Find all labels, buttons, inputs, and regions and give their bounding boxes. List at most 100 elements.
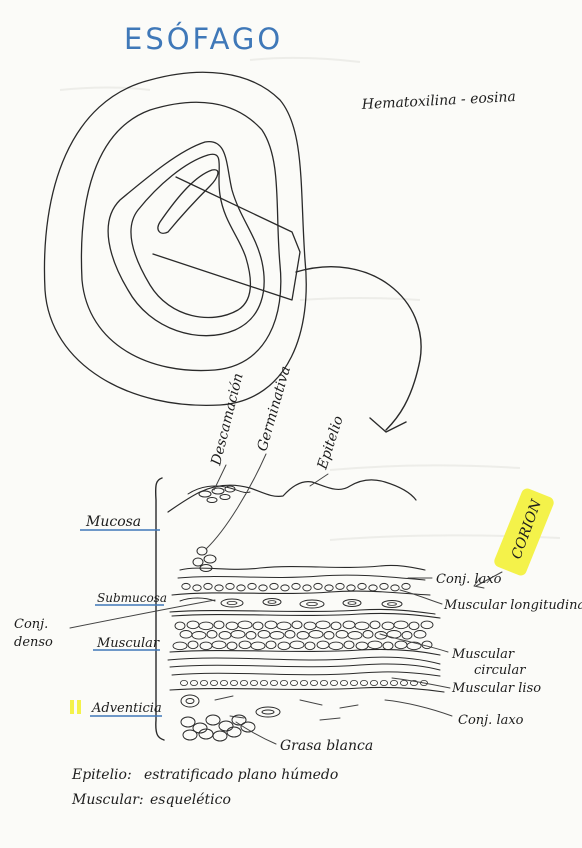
muscle-cell <box>218 631 232 640</box>
muscle-cell <box>394 640 408 650</box>
muscle-cell <box>179 630 193 639</box>
connective-cell <box>368 584 378 592</box>
label-mucosa: Mucosa <box>85 514 141 530</box>
note-muscular-label: Muscular: <box>71 792 144 808</box>
label-conj-denso-line1: Conj. <box>14 617 48 632</box>
muscle-cell <box>230 630 246 639</box>
note-epitelio-label: Epitelio: <box>71 767 132 783</box>
muscle-cell <box>174 621 186 631</box>
label-descamacion: Descamación <box>208 372 247 468</box>
smooth-muscle-cell <box>359 680 368 687</box>
muscle-cell <box>191 631 207 640</box>
left-label-underlines <box>80 529 164 717</box>
muscle-cell <box>245 631 257 640</box>
label-muscular-longitudinal: Muscular longitudinal <box>443 598 582 613</box>
muscle-cell <box>213 620 225 630</box>
label-submucosa: Submucosa <box>97 591 167 605</box>
connective-cell <box>225 582 235 590</box>
esophagus-cross-section <box>43 71 307 407</box>
muscle-cell <box>420 620 434 630</box>
muscle-cell <box>303 621 317 631</box>
connective-cell <box>313 582 323 590</box>
muscle-cell <box>401 631 413 640</box>
muscle-cell <box>172 641 188 651</box>
connective-cell <box>192 584 202 592</box>
muscle-cell <box>362 630 374 639</box>
basal-cells <box>179 546 426 572</box>
label-adventicia: Adventicia <box>91 701 162 716</box>
label-muscular-circular-1: Muscular <box>451 647 515 662</box>
fat-cell <box>192 722 208 734</box>
connective-cell <box>214 584 224 592</box>
muscle-cell <box>211 640 227 650</box>
connective-cell <box>291 582 301 590</box>
note-muscular-value: esquelético <box>150 792 231 808</box>
muscle-cell <box>296 631 310 640</box>
submucosa-gland-lumen <box>267 600 277 604</box>
muscle-cell <box>342 620 356 630</box>
smooth-muscle-cell <box>249 680 258 687</box>
muscle-cell <box>382 641 394 651</box>
connective-cell <box>324 584 334 592</box>
fat-cell <box>182 729 198 741</box>
submucosa-gland-lumen <box>387 602 397 606</box>
connective-cell <box>269 582 279 590</box>
connective-cell <box>379 582 389 590</box>
fat-cell <box>240 721 256 733</box>
muscle-cell <box>237 620 253 630</box>
muscle-cell <box>257 630 271 639</box>
muscle-cell <box>330 621 342 631</box>
adventitia-layer <box>180 694 359 742</box>
smooth-muscle-cell <box>289 680 298 687</box>
muscle-cell <box>381 621 395 631</box>
muscle-cell <box>304 641 316 651</box>
smooth-muscle-cell <box>179 680 188 687</box>
smooth-muscle-cell <box>239 680 248 687</box>
smooth-muscle-cell <box>209 680 218 687</box>
smooth-muscle-cell <box>329 680 338 687</box>
muscle-cell <box>187 640 199 650</box>
muscle-cell <box>315 620 331 630</box>
smooth-muscle-cell <box>299 680 308 687</box>
highlight-marks <box>70 488 554 714</box>
muscle-cell <box>291 620 303 630</box>
muscle-cell <box>277 641 291 651</box>
smooth-muscle-cell <box>339 680 348 687</box>
muscle-cell <box>367 640 383 650</box>
smooth-muscle-cell <box>269 680 278 687</box>
smooth-muscle-cell <box>309 680 318 687</box>
smooth-muscle-cell <box>379 680 388 687</box>
muscularis-smooth-layer <box>167 656 445 693</box>
connective-cell <box>181 582 191 590</box>
muscle-cell <box>225 621 239 631</box>
muscle-cell <box>252 621 264 631</box>
connective-cell <box>302 584 312 592</box>
muscle-cell <box>413 630 427 639</box>
connective-cell <box>203 582 213 590</box>
muscle-cell <box>355 641 369 651</box>
fat-cell <box>218 720 234 732</box>
label-conj-laxo-1: Conj. laxo <box>436 572 502 587</box>
muscle-cell <box>308 630 324 639</box>
muscle-cell <box>316 640 330 650</box>
label-germinativa: Germinativa <box>254 364 294 453</box>
muscle-cell <box>265 640 277 650</box>
connective-cell <box>236 584 246 592</box>
muscle-cell <box>206 630 218 639</box>
connective-cell <box>401 582 411 590</box>
connective-cell <box>390 584 400 592</box>
connective-cell <box>357 582 367 590</box>
submucosa-gland <box>220 598 244 608</box>
muscle-cell <box>347 631 363 640</box>
submucosa-gland <box>299 599 325 609</box>
submucosa-gland-lumen <box>226 601 238 606</box>
note-epitelio-value: estratificado plano húmedo <box>144 767 338 783</box>
connective-cell <box>346 584 356 592</box>
smooth-muscle-cell <box>259 680 268 687</box>
page-title: ESÓFAGO <box>124 22 283 56</box>
fat-cell <box>212 730 228 742</box>
smooth-muscle-cell <box>319 680 328 687</box>
smooth-muscle-cell <box>419 680 428 687</box>
